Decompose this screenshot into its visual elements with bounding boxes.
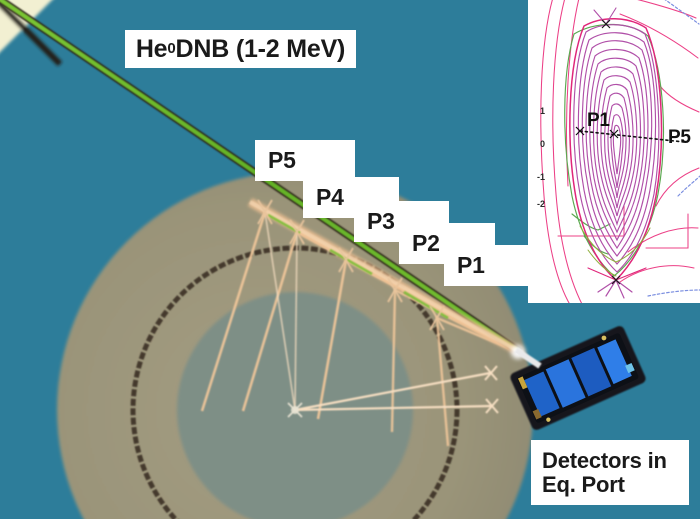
inset-tick-minus1: -1 [537,172,546,182]
beam-title-rest: DNB (1-2 MeV) [175,34,346,63]
inset-label-p5: P5 [668,127,691,148]
detector-caption-line1: Detectors in [542,448,667,474]
inset-label-p1: P1 [587,110,610,131]
sightline-end-markers [484,365,499,414]
beam-crossing-ticks [257,199,445,331]
detector-collimator [514,347,542,369]
inset-tick-minus2: -2 [537,199,546,209]
detector-module [510,326,646,430]
vessel-center-marker [287,402,303,418]
sightline-label-p1: P1 [444,245,539,286]
flux-surface-plot [528,0,700,303]
inset-tick-1: 1 [540,106,546,116]
inset-tick-0: 0 [540,139,546,149]
corner-structure [0,0,63,67]
poloidal-cross-section-inset: 1 0 -1 -2 P1 P5 [528,0,700,303]
x-point-markers [601,19,621,285]
beam-species: He [135,34,168,63]
measurement-chord [575,126,685,143]
sightline-label-p5: P5 [255,140,355,181]
detector-caption: Detectors in Eq. Port [531,440,689,505]
detector-caption-line2: Eq. Port [542,471,625,497]
